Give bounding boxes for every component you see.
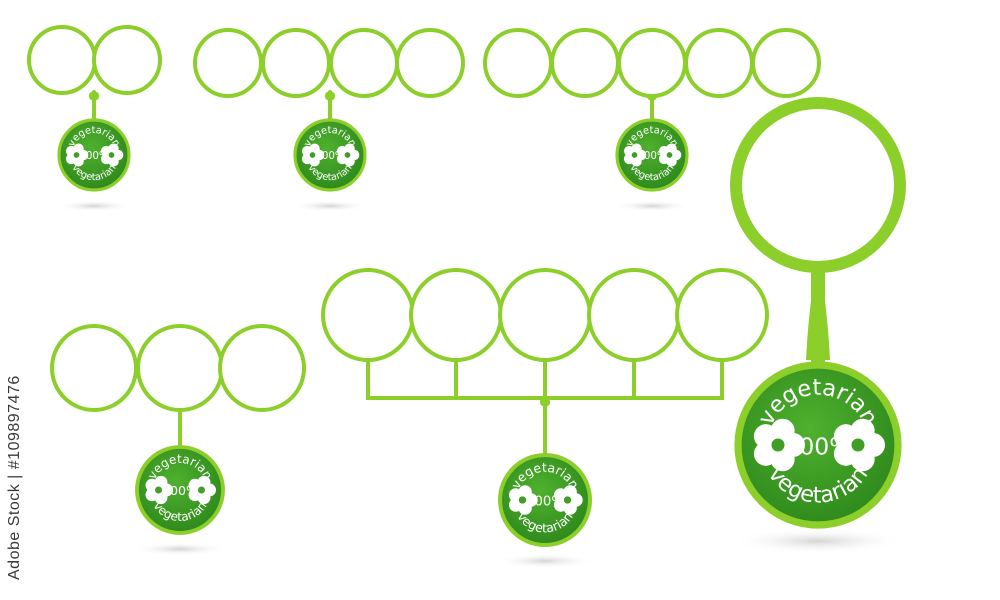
empty-circle xyxy=(675,268,769,362)
empty-circle xyxy=(730,97,906,273)
empty-circle xyxy=(395,28,465,98)
vegetarian-badge xyxy=(615,118,689,192)
flower-icon xyxy=(833,418,885,472)
empty-circle xyxy=(92,25,162,95)
empty-circle xyxy=(193,28,263,98)
vegetarian-badge xyxy=(497,452,593,548)
badge-shadow xyxy=(132,542,228,556)
empty-circle xyxy=(550,28,620,98)
badge-shadow xyxy=(613,200,691,212)
vegetarian-badge xyxy=(57,118,131,192)
stock-id-label: Adobe Stock | #109897476 xyxy=(6,375,23,580)
connector-joint xyxy=(88,91,100,101)
flower-icon xyxy=(508,485,538,515)
empty-circle xyxy=(409,268,503,362)
empty-circle xyxy=(751,28,821,98)
badge-shadow xyxy=(55,200,133,212)
empty-circle xyxy=(617,28,687,98)
badge-shadow xyxy=(495,553,595,569)
badge-bottom-text: vegetarian xyxy=(627,163,676,184)
flower-icon xyxy=(188,475,217,505)
flower-icon xyxy=(100,143,124,167)
connector-joint xyxy=(324,91,336,101)
vegetarian-badge xyxy=(293,118,367,192)
badge-shadow xyxy=(730,528,906,554)
empty-circle xyxy=(50,324,138,412)
flower-icon xyxy=(753,418,805,472)
vegetarian-badge xyxy=(734,361,902,529)
empty-circle xyxy=(27,25,97,95)
empty-circle xyxy=(136,324,224,412)
flower-icon xyxy=(623,143,647,167)
empty-circle xyxy=(483,28,553,98)
badge-bottom-text: vegetarian xyxy=(305,163,354,184)
empty-circle xyxy=(329,28,399,98)
connector-joint xyxy=(539,397,551,407)
flower-icon xyxy=(301,143,325,167)
empty-circle xyxy=(261,28,331,98)
flower-icon xyxy=(658,143,682,167)
empty-circle xyxy=(321,268,415,362)
flower-icon xyxy=(336,143,360,167)
flower-icon xyxy=(145,475,174,505)
empty-circle xyxy=(498,268,592,362)
empty-circle xyxy=(218,324,306,412)
vegetarian-badge xyxy=(135,445,225,535)
flower-icon xyxy=(65,143,89,167)
badge-shadow xyxy=(291,200,369,212)
empty-circle xyxy=(587,268,681,362)
badge-bottom-text: vegetarian xyxy=(69,163,118,184)
flower-icon xyxy=(553,485,583,515)
empty-circle xyxy=(684,28,754,98)
